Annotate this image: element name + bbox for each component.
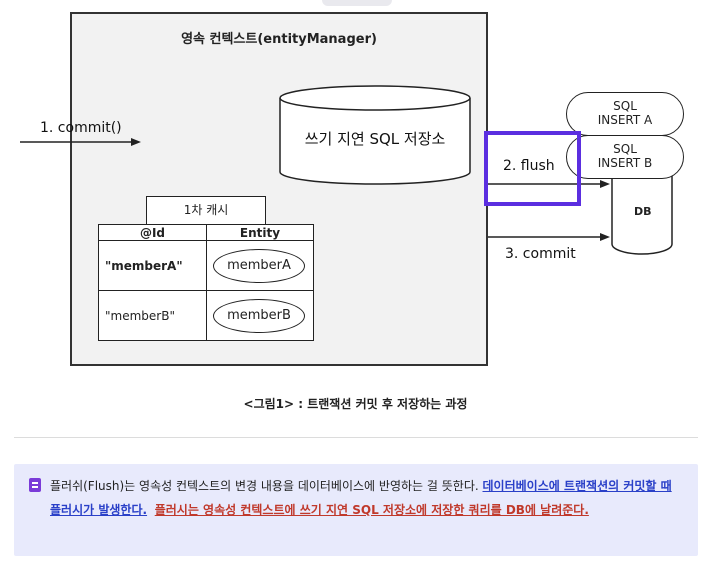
callout-highlight-red: 플러시는 영속성 컨텍스트에 쓰기 지연 SQL 저장소에 저장한 쿼리를 DB…: [154, 503, 589, 517]
flush-highlight-box: [484, 131, 581, 206]
cache-row-id: "memberB": [98, 290, 207, 341]
callout-highlight-blue: 데이터베이스에 트랜잭션의 커밋할 때 플러시가 발생한다.: [50, 479, 672, 517]
write-behind-store-label: 쓰기 지연 SQL 저장소: [304, 130, 446, 148]
sql-insert-b-line1: SQL: [613, 142, 637, 156]
persistence-diagram: 영속 컨텍스트(entityManager) 쓰기 지연 SQL 저장소 1차 …: [20, 12, 684, 366]
cache-col-id: @Id: [98, 224, 207, 241]
first-level-cache-table: @Id Entity "memberA" memberA "memberB" m…: [98, 224, 314, 341]
section-divider: [14, 437, 698, 438]
db-cylinder: [611, 170, 673, 255]
entity-ellipse: memberB: [213, 298, 305, 333]
persistence-context-title: 영속 컨텍스트(entityManager): [181, 32, 377, 47]
entity-ellipse: memberA: [213, 248, 305, 283]
diagram-lines: [20, 85, 673, 255]
flush-label: 2. flush: [503, 158, 555, 174]
commit-out-label: 3. commit: [505, 246, 576, 262]
figure-caption: <그림1> : 트랜잭션 커밋 후 저장하는 과정: [243, 397, 468, 411]
callout-text: 플러쉬(Flush)는 영속성 컨텍스트의 변경 내용을 데이터베이스에 반영하…: [50, 479, 483, 493]
sql-insert-b: SQL INSERT B: [566, 135, 684, 179]
sql-insert-b-line2: INSERT B: [597, 156, 653, 170]
sql-insert-a-line2: INSERT A: [597, 113, 653, 127]
note-icon: [29, 478, 41, 492]
commit-out-arrow: [488, 233, 610, 241]
top-tab: [322, 0, 392, 6]
write-behind-cylinder: [279, 85, 471, 185]
db-label: DB: [634, 205, 652, 218]
flush-arrow: [488, 180, 610, 188]
cache-header-row: @Id Entity: [98, 224, 314, 241]
sql-insert-a: SQL INSERT A: [566, 92, 684, 136]
sql-insert-a-line1: SQL: [613, 99, 637, 113]
cache-row-id: "memberA": [98, 240, 207, 291]
cache-row: "memberB" memberB: [98, 290, 314, 341]
cache-row: "memberA" memberA: [98, 240, 314, 291]
note-callout: 플러쉬(Flush)는 영속성 컨텍스트의 변경 내용을 데이터베이스에 반영하…: [14, 464, 698, 556]
cache-col-entity: Entity: [206, 224, 314, 241]
commit-in-arrow: [20, 138, 141, 146]
commit-in-label: 1. commit(): [40, 120, 122, 136]
first-level-cache-title: 1차 캐시: [146, 196, 266, 224]
